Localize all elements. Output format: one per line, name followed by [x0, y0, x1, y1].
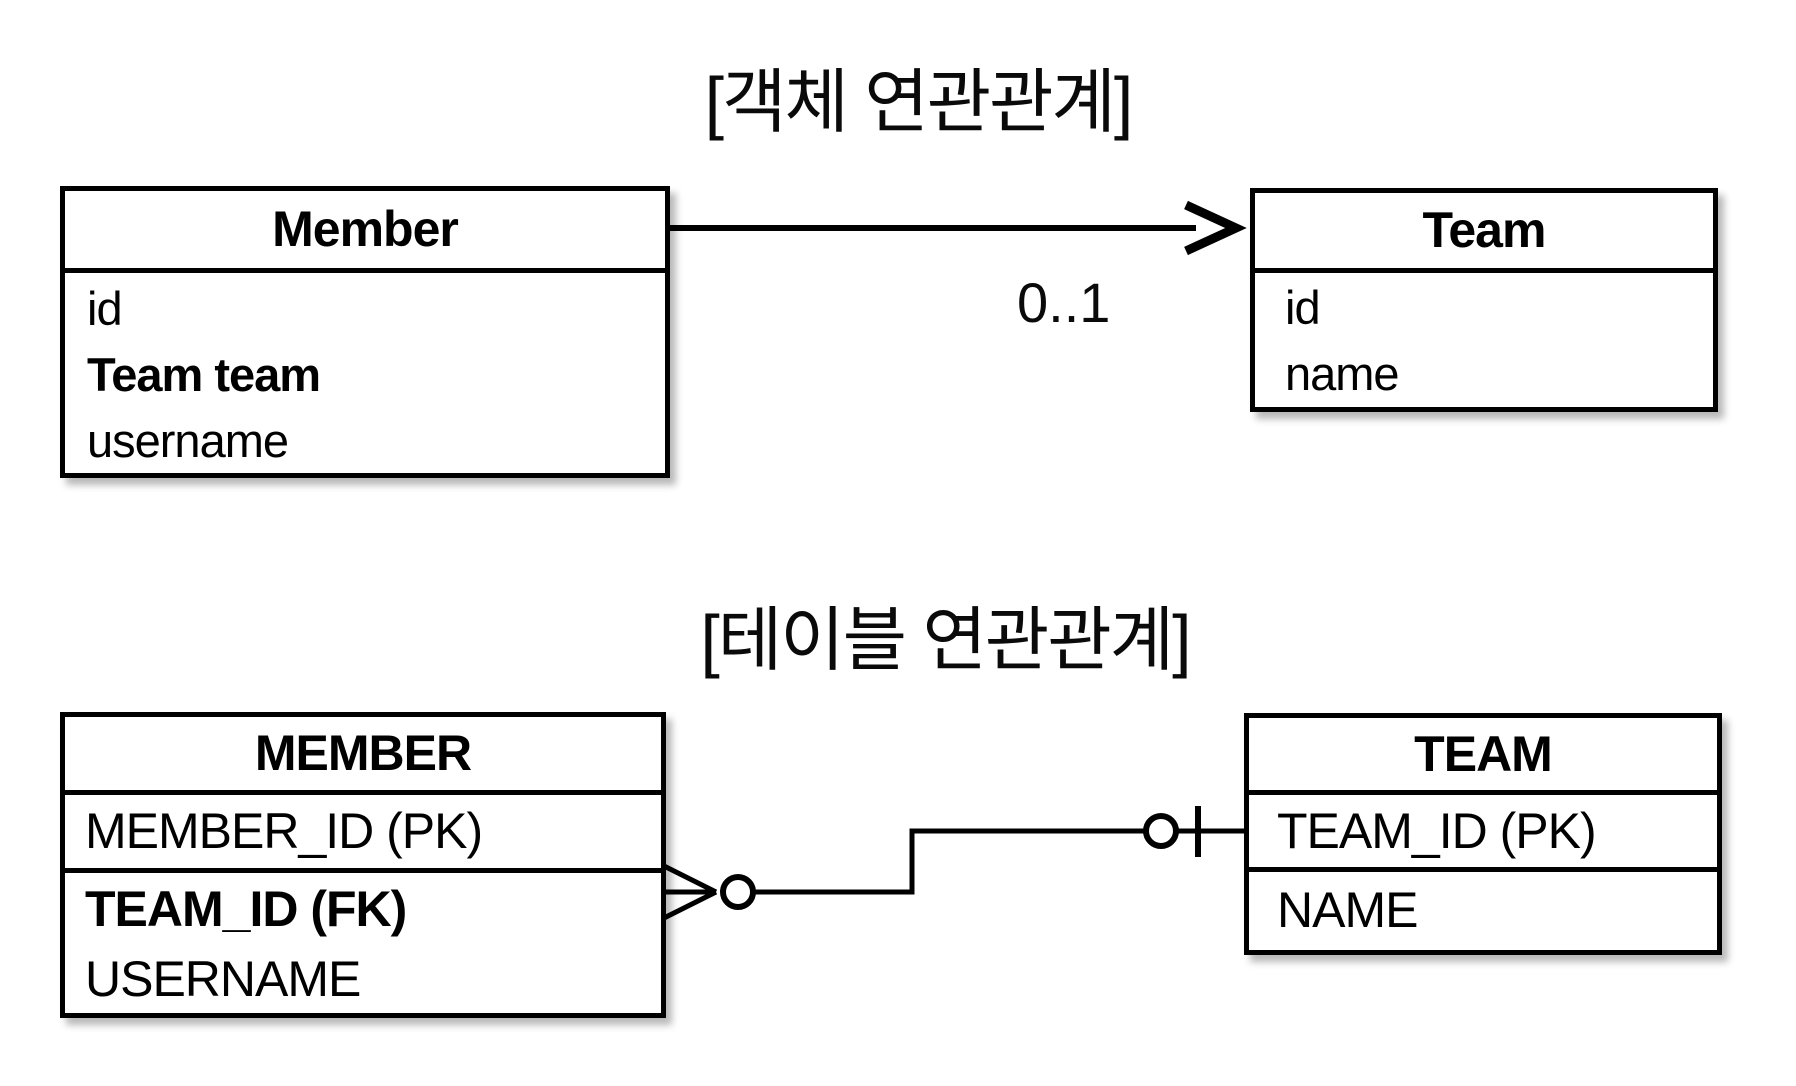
team-class-title: Team	[1255, 193, 1713, 273]
member-class-title: Member	[65, 191, 665, 273]
team-table-row-pk: TEAM_ID (PK)	[1249, 795, 1717, 872]
object-diagram-title: [객체 연관관계]	[704, 63, 1134, 141]
team-field-name: name	[1285, 347, 1400, 400]
relationship-line	[753, 828, 1145, 895]
member-field-username: username	[87, 414, 289, 467]
member-table-body: TEAM_ID (FK) USERNAME	[65, 873, 661, 1014]
member-class-box: Member id Team team username	[60, 186, 670, 478]
crows-foot-many-icon	[662, 863, 718, 921]
team-table-title: TEAM	[1249, 718, 1717, 795]
table-diagram-title: [테이블 연관관계]	[700, 601, 1191, 679]
team-table-box: TEAM TEAM_ID (PK) NAME	[1244, 713, 1722, 955]
optional-circle-icon-team-end	[1143, 813, 1179, 849]
member-table-row-pk: MEMBER_ID (PK)	[65, 795, 661, 873]
team-table-row-name: NAME	[1277, 882, 1418, 938]
member-field-team: Team team	[87, 348, 321, 401]
team-field-id: id	[1285, 281, 1321, 334]
member-table-title: MEMBER	[65, 717, 661, 795]
member-field-id: id	[87, 282, 123, 335]
member-table-box: MEMBER MEMBER_ID (PK) TEAM_ID (FK) USERN…	[60, 712, 666, 1018]
association-cardinality-label: 0..1	[1017, 271, 1111, 334]
team-class-box: Team id name	[1250, 188, 1718, 412]
member-class-fields: id Team team username	[65, 273, 665, 474]
team-class-fields: id name	[1255, 273, 1713, 407]
member-table-row-username: USERNAME	[85, 951, 361, 1007]
member-table-row-fk: TEAM_ID (FK)	[85, 881, 407, 937]
optional-circle-icon-member-end	[720, 874, 756, 910]
open-arrowhead-icon	[1184, 200, 1247, 256]
